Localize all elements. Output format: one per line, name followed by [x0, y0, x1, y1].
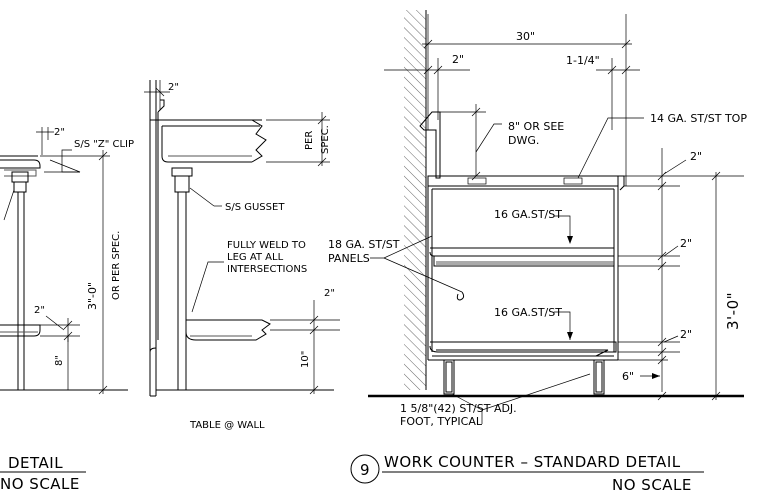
foot-label-2: FOOT, TYPICAL	[400, 415, 483, 428]
panel-label-1: 18 GA. ST/ST	[328, 238, 400, 251]
foot-label-1: 1 5/8"(42) ST/ST ADJ.	[400, 402, 517, 415]
shelf-label-lower: 16 GA.ST/ST	[494, 306, 562, 319]
panel-label-2: PANELS	[328, 252, 370, 265]
mid-shelf-dim: 2"	[680, 237, 692, 250]
counter-detail-title: WORK COUNTER – STANDARD DETAIL	[384, 453, 681, 471]
middle-top-dim: 2"	[168, 82, 179, 93]
weld-label-3: INTERSECTIONS	[227, 264, 307, 275]
gusset-label: S/S GUSSET	[225, 202, 285, 213]
per-spec-2: SPEC.	[320, 125, 331, 154]
shelf-label-upper: 16 GA.ST/ST	[494, 208, 562, 221]
left-detail-view: 2" S/S "Z" CLIP 3"-0" OR PER SPEC. 2" 8"…	[0, 127, 134, 493]
top-material-label: 14 GA. ST/ST TOP	[650, 112, 747, 125]
detail-number: 9	[360, 461, 370, 479]
table-at-wall-view: 2" PER SPEC. S/S GUSSET FULLY WELD TO LE…	[144, 80, 340, 431]
foot-clearance-dim: 6"	[622, 370, 634, 383]
left-detail-subtitle: NO SCALE	[0, 475, 80, 493]
right-offset-dim: 1-1/4"	[566, 54, 600, 67]
table-at-wall-caption: TABLE @ WALL	[189, 420, 265, 431]
middle-shelf-dim: 2"	[324, 288, 335, 299]
left-height-dim: 3"-0"	[86, 282, 99, 310]
weld-label-1: FULLY WELD TO	[227, 240, 306, 251]
low-shelf-dim: 2"	[680, 328, 692, 341]
top-thickness-dim: 2"	[690, 150, 702, 163]
left-clip-dim: 2"	[54, 127, 65, 138]
left-shelf-dim: 2"	[34, 305, 45, 316]
counter-width-dim: 30"	[516, 30, 535, 43]
counter-height-dim: 3'-0"	[724, 292, 742, 330]
counter-detail-subtitle: NO SCALE	[612, 476, 692, 494]
left-offset-dim: 2"	[452, 53, 464, 66]
backsplash-dim-2: DWG.	[508, 134, 539, 147]
left-foot-dim: 8"	[54, 355, 65, 366]
left-clip-label: S/S "Z" CLIP	[74, 139, 134, 150]
left-detail-title: DETAIL	[8, 454, 63, 472]
per-spec-1: PER	[304, 131, 315, 150]
middle-leg-dim: 10"	[300, 351, 311, 368]
backsplash-dim-1: 8" OR SEE	[508, 120, 564, 133]
left-height-dim-alt: OR PER SPEC.	[111, 231, 122, 300]
work-counter-view: 30" 2" 1-1/4" 8" OR SEE DWG. 14 GA. ST/S…	[328, 10, 747, 494]
weld-label-2: LEG AT ALL	[227, 252, 284, 263]
